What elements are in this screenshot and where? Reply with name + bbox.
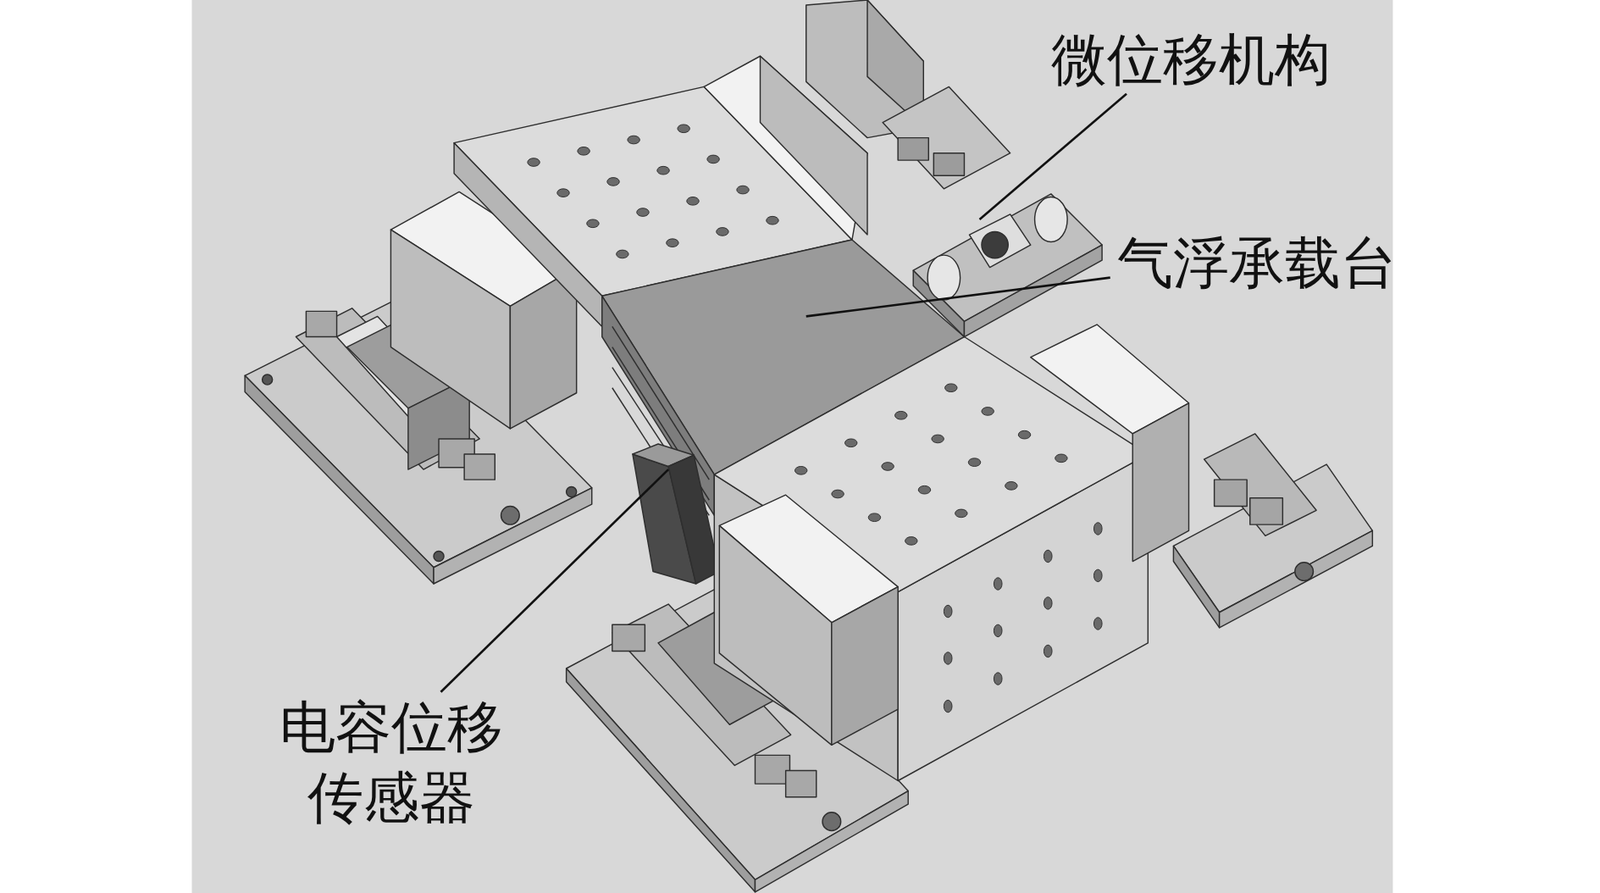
part-label: 气浮承载台 bbox=[1117, 228, 1397, 299]
render-ground bbox=[191, 0, 1393, 893]
part-label: 电容位移 传感器 bbox=[271, 692, 512, 833]
part-label: 微位移机构 bbox=[1051, 25, 1331, 96]
stage-model bbox=[244, 0, 1373, 892]
screw-holes bbox=[527, 124, 1102, 713]
leader-lines bbox=[440, 94, 1127, 693]
